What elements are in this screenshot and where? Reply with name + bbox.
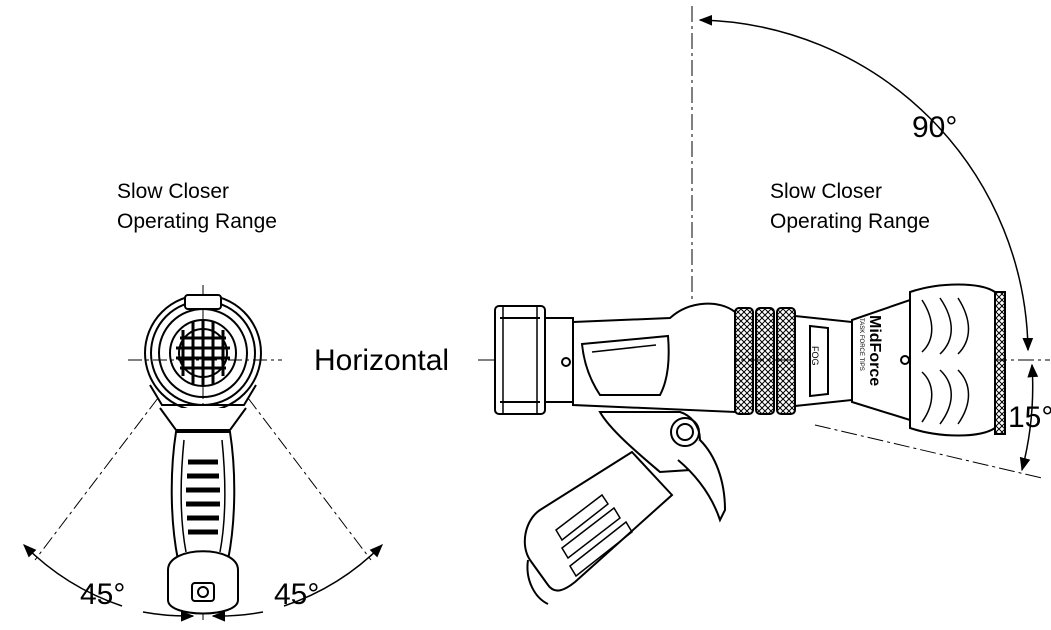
side-view-nozzle	[478, 6, 1050, 605]
nozzle-markings: MidForce TASK FORCE TIPS FOG	[810, 315, 883, 386]
up-angle-label: 90°	[912, 111, 958, 144]
right-angle-label: 45°	[274, 578, 320, 611]
left-angle-label: 45°	[80, 578, 126, 611]
model-mark: TASK FORCE TIPS	[858, 318, 864, 371]
right-caption-line2: Operating Range	[770, 210, 930, 233]
fog-mark: FOG	[810, 346, 820, 366]
left-caption-line1: Slow Closer	[117, 180, 230, 203]
left-caption-line2: Operating Range	[117, 210, 277, 233]
brand-logo: MidForce	[866, 315, 883, 386]
front-view-nozzle	[23, 285, 383, 622]
horizontal-label: Horizontal	[314, 344, 450, 377]
right-caption-line1: Slow Closer	[770, 180, 883, 203]
down-angle-label: 15°	[1008, 401, 1051, 434]
